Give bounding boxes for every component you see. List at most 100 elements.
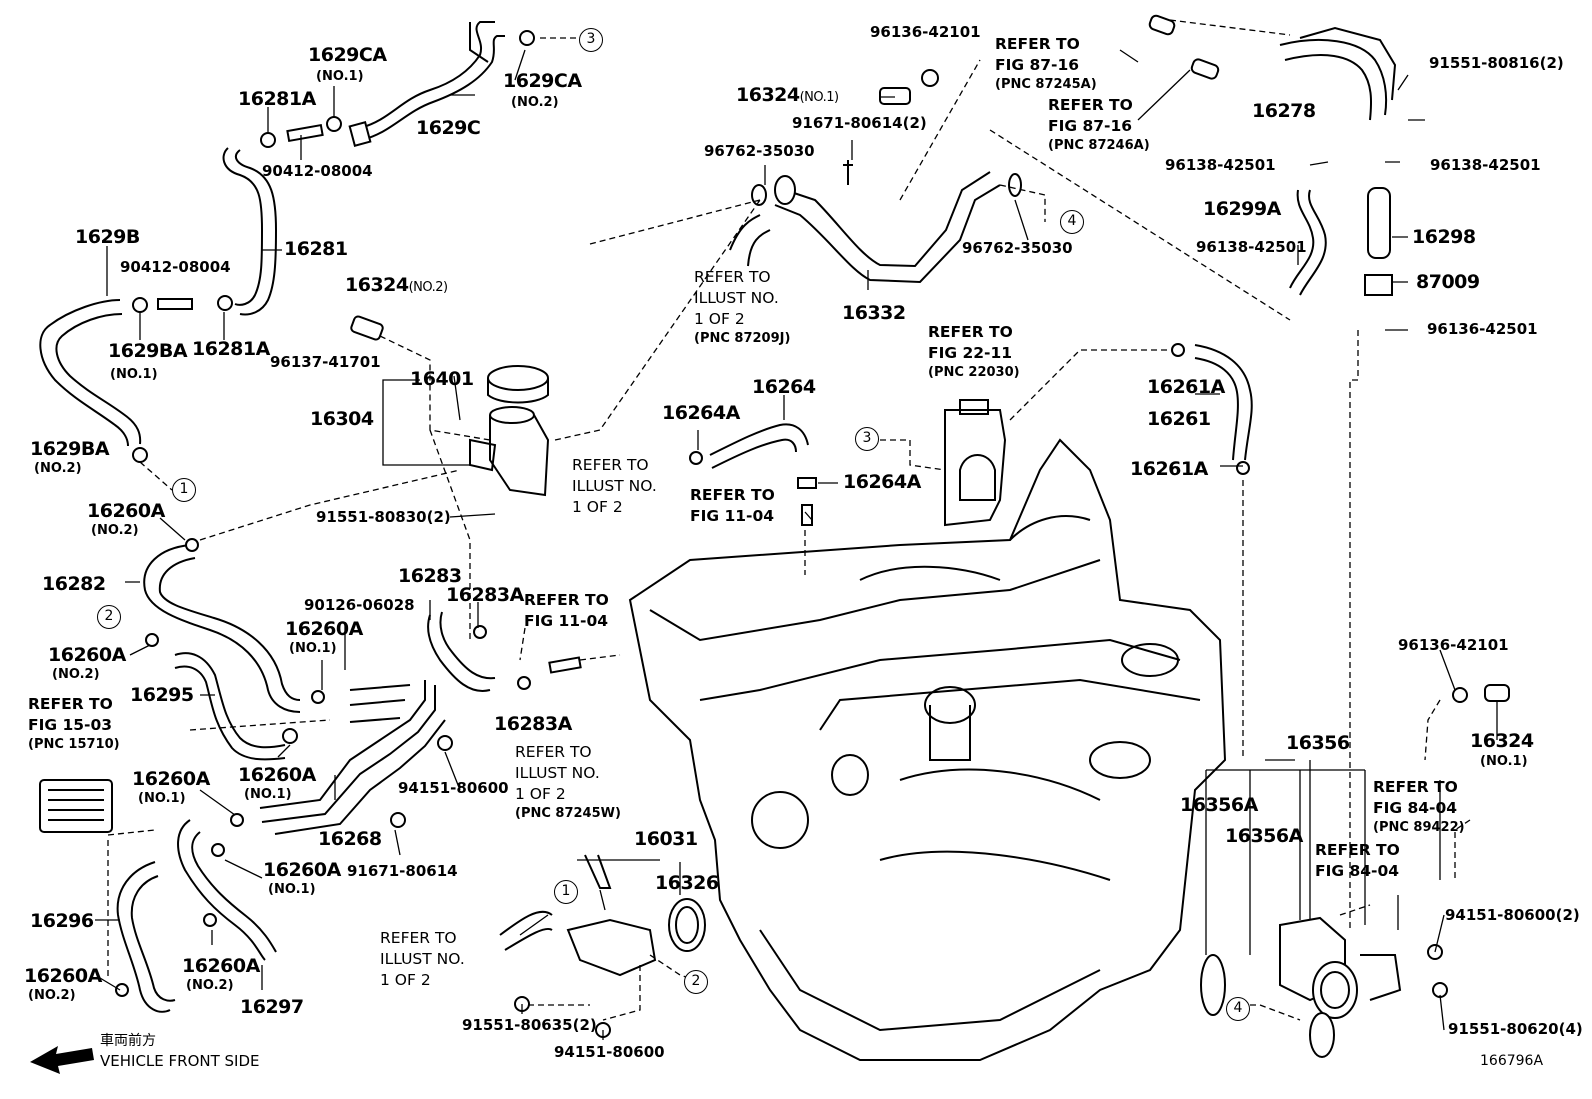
part-label: 94151-80600 xyxy=(398,779,509,797)
part-sub-label: (NO.2) xyxy=(52,667,100,682)
part-label: 16264A xyxy=(843,471,921,493)
pipe-16268 xyxy=(259,680,446,835)
part-sub-label: (NO.1) xyxy=(138,791,186,806)
engine-block xyxy=(628,438,1227,1061)
part-label: 1629BA xyxy=(30,438,110,460)
part-sub-label: (NO.2) xyxy=(34,461,82,476)
part-label: 91551-80620(4) xyxy=(1448,1020,1583,1038)
part-label: 1629B xyxy=(75,226,140,248)
part-label: 96136-42101 xyxy=(870,23,981,41)
part-label: 16260A xyxy=(285,618,363,640)
part-sub-label: (NO.1) xyxy=(289,641,337,656)
oil-cooler-15710 xyxy=(39,779,113,833)
part-sub-label: (NO.2) xyxy=(186,978,234,993)
callout-circle: 2 xyxy=(684,970,708,994)
callout-circle: 4 xyxy=(1226,997,1250,1021)
part-label: 1629CA xyxy=(308,44,387,66)
thermostat-housing xyxy=(499,854,706,1038)
part-sub-label: (NO.2) xyxy=(511,95,559,110)
part-label: 87009 xyxy=(1416,271,1480,293)
part-sub-label: (NO.1) xyxy=(316,69,364,84)
hose-16297 xyxy=(177,819,277,961)
part-label: 16260A xyxy=(48,644,126,666)
vehicle-front-jp: 車両前方 xyxy=(100,1033,156,1049)
part-label: 96137-41701 xyxy=(270,353,381,371)
part-label: 16332 xyxy=(842,302,906,324)
hose-16298 xyxy=(1364,187,1393,296)
part-label: 16356 xyxy=(1286,732,1350,754)
part-label: 16295 xyxy=(130,684,194,706)
part-label: 16264 xyxy=(752,376,816,398)
part-label: 16031 xyxy=(634,828,698,850)
callout-circle: 2 xyxy=(97,605,121,629)
callout-circle: 1 xyxy=(172,478,196,502)
part-label: 16299A xyxy=(1203,198,1281,220)
diagram-code: 166796A xyxy=(1480,1053,1544,1069)
part-label: 16260A xyxy=(24,965,102,987)
part-label: 91551-80635(2) xyxy=(462,1016,597,1034)
hose-stub-87209j xyxy=(729,214,771,267)
part-label: 16324(NO.2) xyxy=(345,274,448,296)
part-label: 1629CA xyxy=(503,70,582,92)
part-label: 16356A xyxy=(1180,794,1258,816)
part-label: 1629C xyxy=(416,117,481,139)
part-label: 91671-80614(2) xyxy=(792,114,927,132)
part-label: 16261A xyxy=(1130,458,1208,480)
hose-16261 xyxy=(1171,343,1253,475)
part-label: 91551-80816(2) xyxy=(1429,54,1564,72)
part-label: 16260A xyxy=(87,500,165,522)
hose-1629c xyxy=(348,21,505,147)
clamps-lower-left xyxy=(115,538,531,997)
callout-circle: 4 xyxy=(1060,210,1084,234)
part-label: 16268 xyxy=(318,828,382,850)
hose-16278 xyxy=(1148,14,1397,121)
part-label: 16260A xyxy=(263,859,341,881)
part-label: 96138-42501 xyxy=(1165,156,1276,174)
part-label: 16356A xyxy=(1225,825,1303,847)
part-label: 16324 xyxy=(1470,730,1534,752)
part-label: 16324(NO.1) xyxy=(736,84,839,106)
hose-16282 xyxy=(143,544,301,713)
part-label: 16283 xyxy=(398,565,462,587)
part-label: 16296 xyxy=(30,910,94,932)
part-label: 16260A xyxy=(182,955,260,977)
throttle-body xyxy=(944,399,1007,527)
hose-1629b xyxy=(39,299,142,447)
hose-16283 xyxy=(427,611,582,692)
callout-circle: 3 xyxy=(855,427,879,451)
part-label: 16278 xyxy=(1252,100,1316,122)
leader-lines xyxy=(95,49,1498,1040)
part-label: 16260A xyxy=(238,764,316,786)
part-label: 91551-80830(2) xyxy=(316,508,451,526)
part-label: 96762-35030 xyxy=(962,239,1073,257)
part-label: 16283A xyxy=(446,584,524,606)
vehicle-front-en: VEHICLE FRONT SIDE xyxy=(100,1052,260,1070)
part-label: 16281 xyxy=(284,238,348,260)
part-label: 94151-80600 xyxy=(554,1043,665,1061)
part-label: 94151-80600(2) xyxy=(1445,906,1580,924)
part-label: 96136-42101 xyxy=(1398,636,1509,654)
part-label: 16304 xyxy=(310,408,374,430)
part-label: 96138-42501 xyxy=(1430,156,1541,174)
part-label: 16260A xyxy=(132,768,210,790)
part-sub-label: (NO.2) xyxy=(91,523,139,538)
part-label: 90126-06028 xyxy=(304,596,415,614)
part-sub-label: (NO.1) xyxy=(1480,754,1528,769)
part-label: 16283A xyxy=(494,713,572,735)
part-label: 90412-08004 xyxy=(120,258,231,276)
part-label: 96138-42501 xyxy=(1196,238,1307,256)
part-label: 16282 xyxy=(42,573,106,595)
part-sub-label: (NO.2) xyxy=(28,988,76,1003)
water-outlet-16304 xyxy=(350,315,550,497)
part-label: 16281A xyxy=(192,338,270,360)
